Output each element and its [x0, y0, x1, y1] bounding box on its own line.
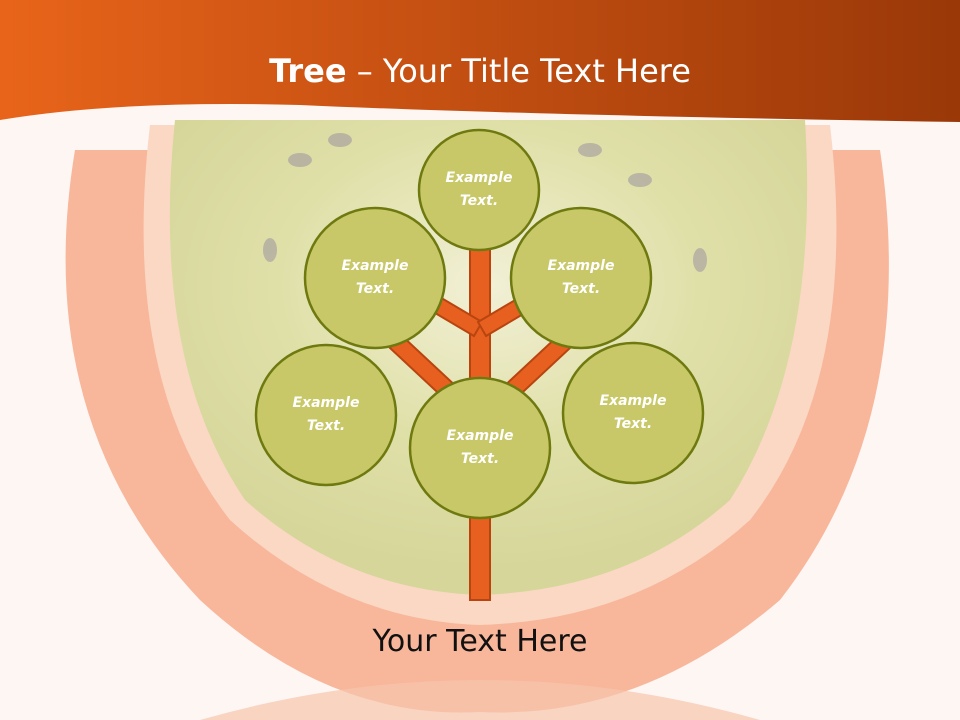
node-top — [417, 128, 541, 252]
node-label-line1: Example — [446, 428, 514, 444]
title-rest: Your Title Text Here — [382, 52, 691, 90]
node-label-line2: Text. — [306, 418, 346, 434]
title-dash: – — [346, 52, 383, 90]
node-label-line2: Text. — [561, 281, 601, 297]
node-lower-right-label: Example Text. — [573, 390, 693, 436]
title-bold: Tree — [269, 52, 347, 90]
node-label-line1: Example — [445, 170, 513, 186]
node-label-line2: Text. — [613, 416, 653, 432]
node-upper-right — [509, 206, 653, 350]
node-top-label: Example Text. — [419, 167, 539, 213]
node-label-line1: Example — [547, 258, 615, 274]
node-lower-left-label: Example Text. — [266, 392, 386, 438]
node-label-line1: Example — [341, 258, 409, 274]
node-lower-right — [561, 341, 705, 485]
node-center-label: Example Text. — [420, 425, 540, 471]
orange-reflection — [200, 680, 760, 720]
node-upper-left — [303, 206, 447, 350]
node-label-line1: Example — [599, 393, 667, 409]
header-band — [0, 0, 960, 122]
footer-text: Your Text Here — [372, 624, 588, 659]
node-upper-right-label: Example Text. — [521, 255, 641, 301]
node-label-line2: Text. — [459, 193, 499, 209]
tree-nodes — [254, 128, 705, 520]
node-label-line1: Example — [292, 395, 360, 411]
slide-title: Tree – Your Title Text Here — [0, 52, 960, 90]
node-lower-left — [254, 343, 398, 487]
node-label-line2: Text. — [355, 281, 395, 297]
node-center — [408, 376, 552, 520]
node-label-line2: Text. — [460, 451, 500, 467]
node-upper-left-label: Example Text. — [315, 255, 435, 301]
fruit-seeds — [263, 133, 707, 272]
